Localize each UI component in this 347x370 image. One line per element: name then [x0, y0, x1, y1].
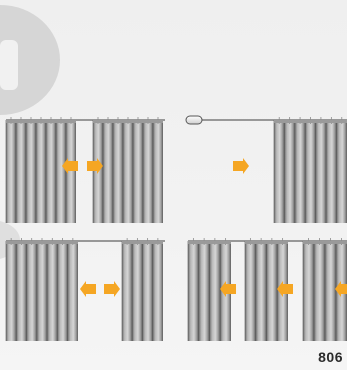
curtain-icon — [6, 238, 78, 341]
arrow-right-icon — [104, 281, 120, 297]
figure-number: 806 — [318, 349, 343, 365]
curtain-icon — [274, 117, 347, 223]
curtain-icon — [122, 238, 163, 341]
panel-bottom-right — [188, 238, 347, 341]
panel-top-left — [6, 117, 165, 223]
panel-top-right — [186, 116, 347, 223]
panel-bottom-left — [6, 238, 165, 341]
arrow-right-icon — [233, 158, 249, 174]
curtain-icon — [93, 117, 163, 223]
arrow-left-icon — [80, 281, 96, 297]
background-blur-top — [0, 5, 60, 115]
control-wand-icon — [186, 116, 202, 124]
